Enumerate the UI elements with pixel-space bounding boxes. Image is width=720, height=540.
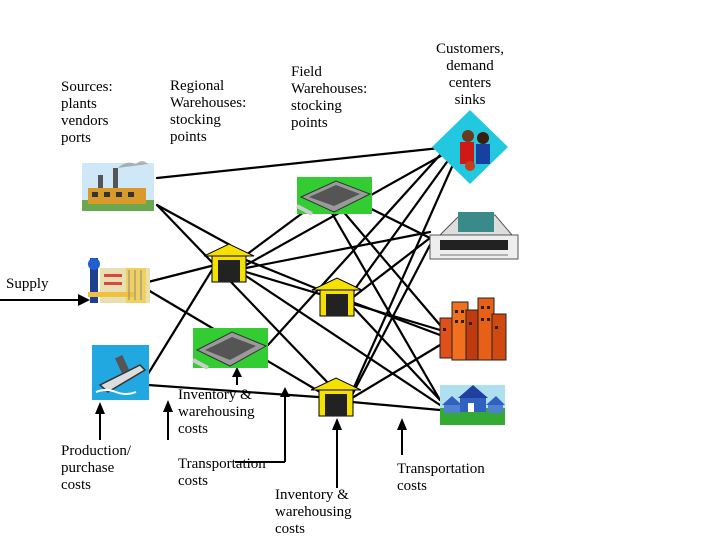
- link-rw1-mall: [244, 230, 432, 270]
- transportation-costs-label-2: Transportation costs: [397, 461, 485, 494]
- warehouse-aerial-icon-field: [296, 177, 372, 216]
- inventory-costs-label-1: Inventory & warehousing costs: [178, 387, 255, 437]
- factory-icon: [82, 161, 154, 211]
- customers-header: Customers, demand centers sinks: [436, 41, 504, 108]
- sources-header: Sources: plants vendors ports: [61, 79, 113, 146]
- link-factory-customers: [155, 146, 442, 180]
- arrow-inventory-2-head: [332, 418, 342, 430]
- link-factory-rw2: [155, 203, 332, 387]
- warehouse-icon-field-1: [311, 277, 363, 317]
- arrow-transport-leg-head: [280, 387, 290, 397]
- link-fw2-houses: [350, 400, 442, 412]
- arrow-transport-2-head: [397, 418, 407, 430]
- shopping-center-icon: [429, 212, 519, 260]
- link-port-rw1: [146, 268, 214, 376]
- city-buildings-icon: [439, 297, 507, 361]
- link-plant-rw1: [146, 263, 217, 284]
- field-warehouses-header: Field Warehouses: stocking points: [291, 64, 368, 131]
- link-fw1-city: [328, 194, 442, 327]
- arrow-inventory-1-head: [232, 367, 242, 377]
- link-rw2-houses: [350, 304, 442, 402]
- supply-arrow: [0, 294, 90, 306]
- link-fw2-customers: [350, 158, 457, 394]
- warehouse-aerial-icon-regional: [192, 328, 268, 370]
- port-ship-icon: [92, 345, 149, 400]
- link-port-rw2: [146, 383, 320, 399]
- link-rwphoto-customers: [266, 153, 442, 347]
- houses-icon: [440, 385, 505, 425]
- arrow-production-head: [95, 402, 105, 414]
- people-icon: [432, 110, 508, 184]
- link-fw1-houses: [320, 194, 442, 402]
- warehouse-icon-field-2: [310, 377, 362, 417]
- link-rw1-houses: [244, 274, 442, 407]
- link-fw2-mall: [350, 243, 432, 397]
- network-lines: [146, 146, 457, 412]
- warehouse-icon-regional: [203, 243, 255, 283]
- plant-icon: [88, 258, 150, 303]
- transportation-costs-label-1: Transportation costs: [178, 456, 266, 489]
- supply-label: Supply: [6, 276, 49, 292]
- link-rw2-city: [350, 300, 442, 337]
- inventory-costs-label-2: Inventory & warehousing costs: [275, 487, 352, 537]
- link-fw2-city: [350, 343, 442, 400]
- arrow-transport-1-head: [163, 400, 173, 412]
- regional-warehouses-header: Regional Warehouses: stocking points: [170, 78, 247, 145]
- production-costs-label: Production/ purchase costs: [61, 443, 131, 493]
- cost-arrows: [95, 367, 407, 488]
- link-factory-rw1: [155, 203, 232, 247]
